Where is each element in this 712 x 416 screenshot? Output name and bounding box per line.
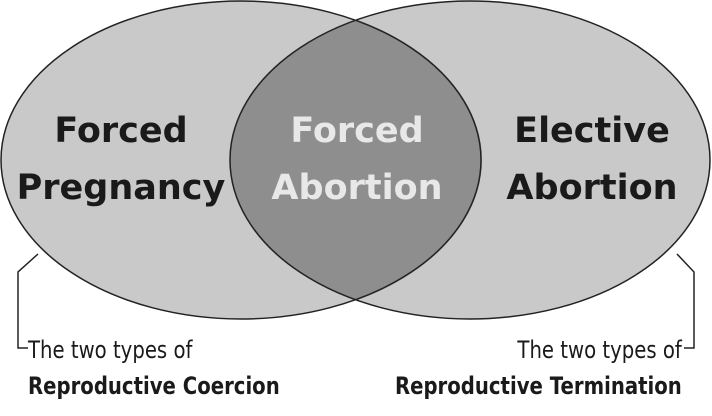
intersection-region [230, 1, 482, 319]
right-circle-outline [229, 0, 711, 320]
caption-left-line2: Reproductive Coercion [28, 372, 280, 400]
left-bracket [17, 253, 39, 349]
caption-right-line1: The two types of [517, 336, 682, 364]
left-circle-outline [0, 0, 482, 320]
caption-right-line2: Reproductive Termination [395, 372, 682, 400]
right-circle-label-line1: Elective [514, 111, 670, 151]
right-circle-label-line2: Abortion [506, 168, 677, 208]
left-circle-label-line1: Forced [54, 111, 187, 151]
caption-reproductive-coercion: The two types of Reproductive Coercion [28, 332, 280, 404]
left-circle-label-line2: Pregnancy [17, 168, 226, 208]
caption-reproductive-termination: The two types of Reproductive Terminatio… [395, 332, 682, 404]
caption-left-line1: The two types of [28, 336, 193, 364]
intersection-label-line2: Abortion [271, 168, 442, 208]
intersection-label-line1: Forced [290, 111, 423, 151]
right-bracket [676, 253, 695, 349]
